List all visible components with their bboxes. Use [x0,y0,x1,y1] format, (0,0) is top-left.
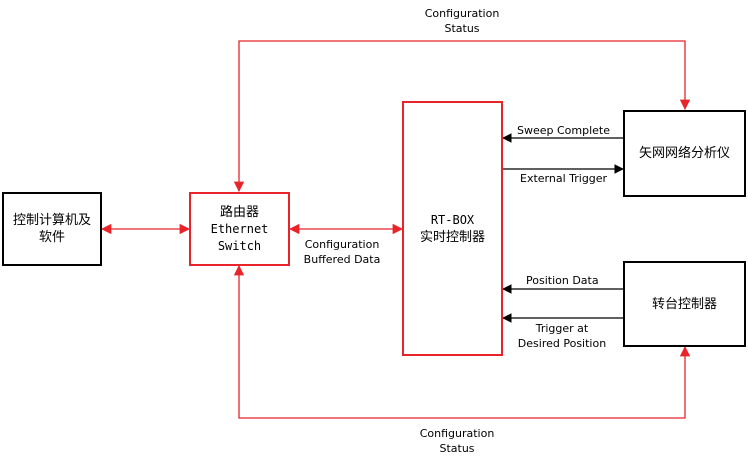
bottom-config-loop [233,264,691,419]
sweep-complete-label: Sweep Complete [517,123,610,138]
rtbox-controller-box: RT-BOX 实时控制器 [402,101,503,356]
sweep-complete-text: Sweep Complete [517,124,611,137]
router-line-1: 路由器 [219,204,259,220]
turntable-controller-box: 转台控制器 [623,261,746,347]
position-data-text: Position Data [526,274,599,287]
external-trigger-label: External Trigger [520,171,607,186]
rtbox-line-1: RT-BOX [430,212,475,227]
top-config-label-line-1: Configuration [424,7,500,20]
bottom-config-label: Configuration Status [407,426,507,456]
router-rtbox-label-line-2: Buffered Data [303,253,381,266]
trigger-desired-label: Trigger at Desired Position [510,321,614,351]
turntable-line-1: 转台控制器 [651,296,717,312]
vna-box: 矢网网络分析仪 [623,110,746,197]
trigger-desired-line-2: Desired Position [517,337,607,350]
router-line-3: Switch [217,238,262,253]
pc-software-box: 控制计算机及 软件 [2,192,102,266]
router-rtbox-label: Configuration Buffered Data [296,237,388,267]
top-config-label: Configuration Status [412,6,512,36]
pc-software-line-1: 控制计算机及 [12,213,91,228]
rtbox-line-2: 实时控制器 [419,229,485,245]
trigger-desired-line-1: Trigger at [535,322,589,335]
router-switch-box: 路由器 Ethernet Switch [189,192,290,266]
position-data-label: Position Data [526,273,599,288]
pc-software-line-2: 软件 [38,230,65,245]
top-config-label-line-2: Status [444,22,480,35]
external-trigger-text: External Trigger [520,172,608,185]
bottom-config-label-line-2: Status [439,442,475,455]
router-rtbox-label-line-1: Configuration [304,238,380,251]
vna-line-1: 矢网网络分析仪 [638,146,730,161]
bottom-config-label-line-1: Configuration [419,427,495,440]
top-config-loop [233,40,691,193]
router-line-2: Ethernet [210,221,269,236]
